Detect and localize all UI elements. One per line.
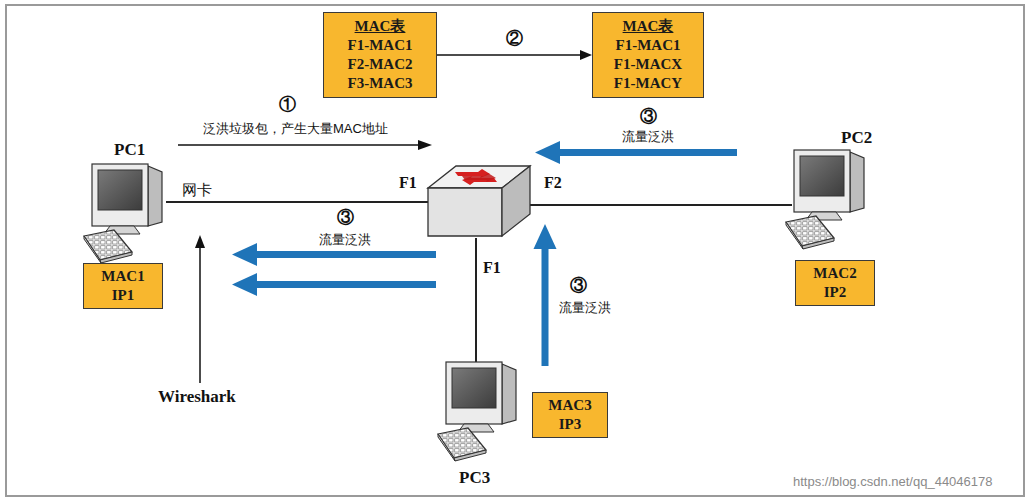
arrowhead	[418, 140, 432, 150]
name-label: PC1	[114, 140, 145, 160]
note-label: 流量泛洪	[559, 299, 611, 317]
note-label: 流量泛洪	[319, 231, 371, 249]
note-label: https://blog.csdn.net/qq_44046178	[793, 474, 993, 489]
table-entry: MAC3	[541, 396, 599, 415]
callout-number: ②	[504, 27, 525, 50]
name-label: F1	[483, 259, 501, 277]
table-entry: F3-MAC3	[332, 74, 428, 93]
wire	[166, 201, 430, 203]
table-entry: F2-MAC2	[332, 55, 428, 74]
name-label: PC2	[841, 128, 872, 148]
table-entry: IP3	[541, 415, 599, 434]
computer-icon	[84, 164, 162, 263]
table-entry: IP1	[92, 286, 154, 305]
table-entry: F1-MAC1	[601, 36, 695, 55]
connector-arrow	[437, 50, 592, 60]
host-info-box: MAC3IP3	[532, 392, 608, 438]
wire	[528, 204, 792, 206]
switch-icon	[428, 166, 530, 236]
name-label: ③	[337, 206, 354, 229]
wire	[475, 238, 477, 362]
table-entry: MAC2	[804, 264, 866, 283]
computer-icon	[786, 150, 864, 249]
name-label: F2	[544, 174, 562, 192]
name-label: ①	[279, 93, 296, 116]
note-label: 流量泛洪	[622, 128, 674, 146]
table-entry: F1-MAC1	[332, 36, 428, 55]
frame	[6, 5, 1024, 496]
host-info-box: MAC2IP2	[795, 260, 875, 306]
host-info-box: MAC1IP1	[83, 263, 163, 309]
name-label: F1	[399, 174, 417, 192]
mac-table-box: MAC表F1-MAC1F1-MACXF1-MACY	[592, 12, 704, 98]
note-label: 网卡	[182, 181, 212, 200]
table-entry: F1-MACX	[601, 55, 695, 74]
leader-arrow	[199, 246, 201, 383]
flow-arrow	[178, 144, 420, 146]
arrowhead	[195, 235, 205, 248]
note-label: 泛洪垃圾包，产生大量MAC地址	[203, 120, 388, 138]
name-label: ③	[640, 105, 657, 128]
table-entry: F1-MACY	[601, 74, 695, 93]
table-title: MAC表	[332, 17, 428, 36]
table-entry: IP2	[804, 283, 866, 302]
name-label: Wireshark	[158, 387, 236, 407]
flood-arrows	[232, 141, 737, 366]
name-label: ③	[570, 274, 587, 297]
table-entry: MAC1	[92, 267, 154, 286]
table-title: MAC表	[601, 17, 695, 36]
mac-table-box: MAC表F1-MAC1F2-MAC2F3-MAC3	[323, 12, 437, 98]
computer-icon	[438, 362, 516, 461]
name-label: PC3	[459, 468, 490, 488]
